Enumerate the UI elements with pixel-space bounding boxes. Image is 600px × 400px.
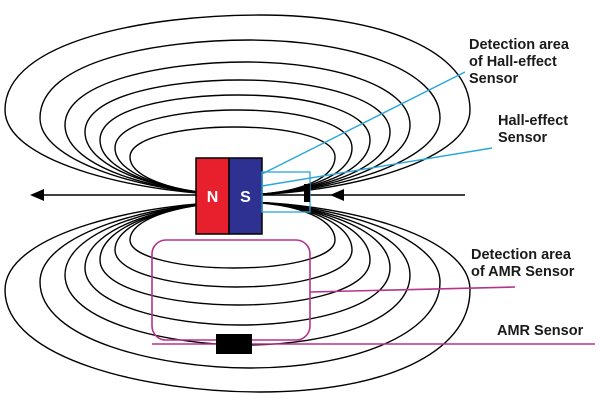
field-line-upper-1 — [4, 14, 471, 196]
amr-group — [151, 239, 595, 354]
hall-area-leader — [261, 71, 466, 175]
north-pole-label: N — [207, 189, 219, 206]
axis-arrows — [30, 189, 465, 201]
field-line-lower-7 — [129, 201, 336, 269]
amr-area-label-line1: Detection area — [471, 247, 572, 263]
amr-area-leader — [309, 286, 516, 293]
hall-effect-sensor — [304, 184, 310, 202]
field-line-upper-5 — [99, 94, 371, 196]
upper-field-lines — [4, 14, 471, 196]
hall-area-label-line1: Detection area — [469, 37, 570, 53]
field-line-upper-2 — [39, 39, 441, 196]
lower-field-lines — [4, 201, 471, 393]
hall-effect-group — [261, 71, 493, 213]
hall-sensor-label-line2: Sensor — [498, 130, 548, 146]
field-line-lower-1 — [4, 201, 471, 393]
labels: Detection area of Hall-effect Sensor Hal… — [469, 37, 584, 339]
field-line-upper-3 — [64, 61, 411, 196]
hall-area-label-line2: of Hall-effect — [469, 54, 557, 70]
hall-sensor-leader — [261, 147, 493, 187]
field-line-lower-2 — [39, 201, 441, 369]
axis-arrowhead-left — [30, 189, 44, 201]
amr-area-label-line2: of AMR Sensor — [471, 264, 575, 280]
field-line-lower-5 — [99, 201, 371, 306]
field-line-lower-4 — [84, 201, 391, 326]
bar-magnet: N S — [195, 157, 263, 235]
field-line-upper-6 — [114, 109, 353, 196]
field-line-upper-4 — [84, 79, 391, 196]
magnet-south-pole — [228, 157, 263, 235]
axis-arrowhead-right — [330, 189, 344, 201]
amr-sensor-label: AMR Sensor — [497, 323, 584, 339]
amr-sensor — [216, 334, 252, 354]
hall-sensor-label-line1: Hall-effect — [498, 113, 568, 129]
hall-area-label-line3: Sensor — [469, 71, 519, 87]
south-pole-label: S — [240, 189, 251, 206]
field-line-lower-6 — [114, 201, 353, 288]
